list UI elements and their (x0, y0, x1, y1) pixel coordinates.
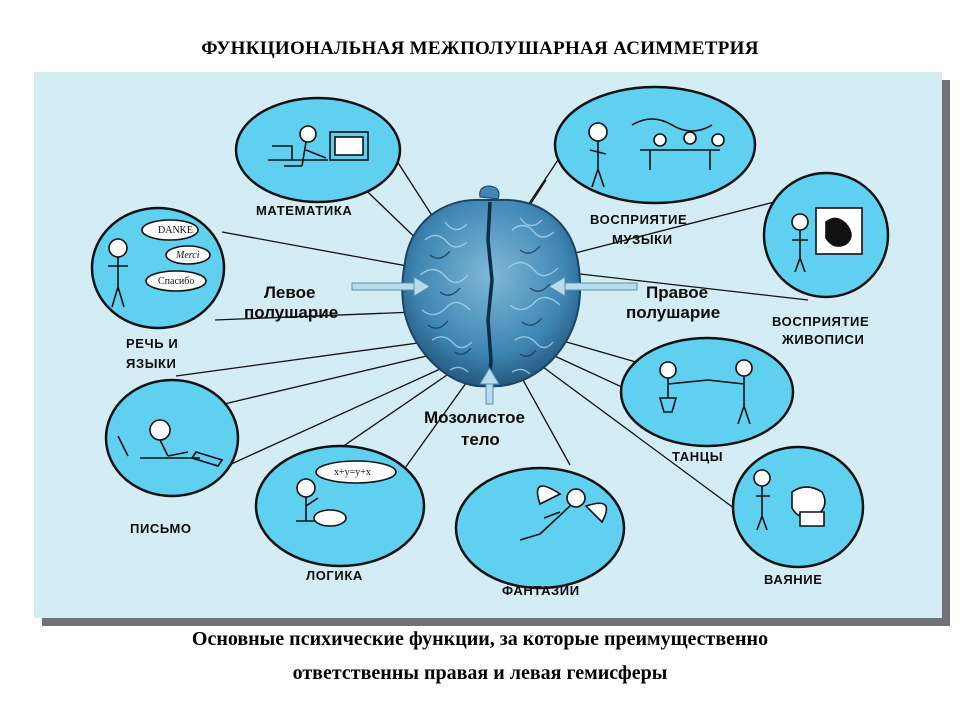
speech-label-line2: ЯЗЫКИ (126, 356, 177, 371)
thinker-icon (296, 460, 397, 527)
left-hemisphere-arrow (351, 276, 431, 297)
writing-circle (104, 378, 240, 498)
math-circle (234, 96, 402, 204)
sculpture-label: ВАЯНИЕ (764, 572, 822, 587)
computer-icon (268, 125, 369, 167)
speech-circle (90, 206, 226, 330)
left-hemisphere-label-line1: Левое (264, 283, 315, 302)
speaker-icon (108, 219, 211, 308)
right-hemisphere-arrow (548, 276, 638, 297)
caption-line-2: ответственны правая и левая гемисферы (292, 662, 668, 684)
painting-label-line1: ВОСПРИЯТИЕ (772, 314, 869, 329)
math-label: МАТЕМАТИКА (256, 203, 352, 218)
logic-label: ЛОГИКА (306, 568, 363, 583)
corpus-callosum-label-line1: Мозолистое (424, 408, 525, 427)
fairy-icon (519, 485, 608, 541)
logic-formula: x+y=y+x (334, 467, 371, 478)
speech-bubble-words: DANKE Merci Спасибо (158, 225, 200, 287)
dance-circle (619, 336, 795, 448)
corpus-callosum-arrow (479, 367, 500, 405)
speech-label-line1: РЕЧЬ И (126, 336, 178, 351)
left-hemisphere-label-line2: полушарие (244, 303, 338, 322)
musicians-icon (588, 118, 725, 188)
painting-label-line2: ЖИВОПИСИ (781, 332, 865, 347)
music-circle (553, 85, 757, 205)
writing-label: ПИСЬМО (130, 521, 192, 536)
fantasy-label: ФАНТАЗИИ (502, 583, 580, 598)
dance-label: ТАНЦЫ (672, 449, 723, 464)
dancers-icon (658, 359, 753, 425)
caption-line-1: Основные психические функции, за которые… (191, 628, 769, 650)
writer-icon (117, 419, 224, 467)
music-label-line1: ВОСПРИЯТИЕ (590, 212, 687, 227)
painting-icon (791, 207, 863, 273)
bubble-word: Merci (175, 250, 200, 261)
page-title: ФУНКЦИОНАЛЬНАЯ МЕЖПОЛУШАРНАЯ АСИММЕТРИЯ (201, 38, 759, 59)
corpus-callosum-label-line2: тело (461, 430, 500, 449)
bubble-word: DANKE (158, 225, 193, 236)
brain-fissure (486, 201, 494, 387)
circle-drawings (108, 118, 863, 541)
bubble-word: Спасибо (158, 276, 194, 287)
right-hemisphere-label-line2: полушарие (626, 303, 720, 322)
music-label-line2: МУЗЫКИ (612, 232, 673, 247)
sculptor-icon (753, 469, 826, 531)
right-hemisphere-label-line1: Правое (646, 283, 708, 302)
